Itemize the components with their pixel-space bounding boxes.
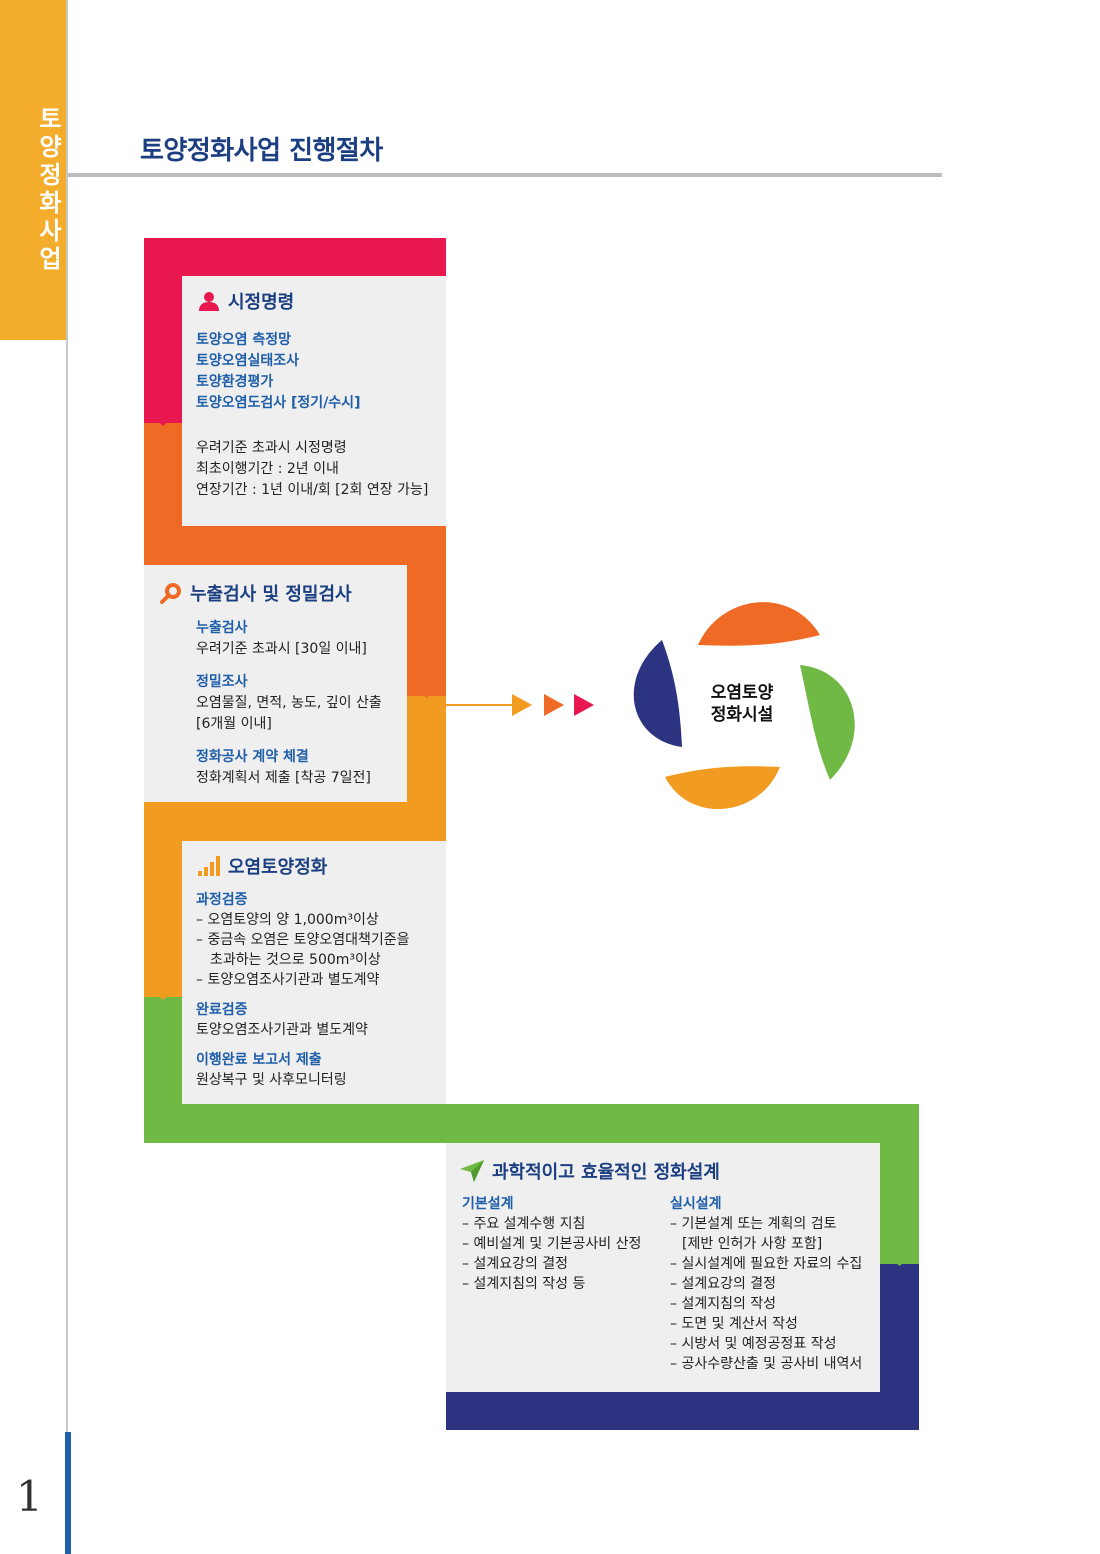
step-card-design xyxy=(446,1143,880,1392)
arrow-right-icon xyxy=(512,694,594,716)
detail-line: [제반 인허가 사항 포함] xyxy=(682,1236,823,1252)
band-amber-left xyxy=(144,802,182,997)
detail-line: – 오염토양의 양 1,000m³이상 xyxy=(196,912,379,928)
side-section-tab xyxy=(0,0,66,340)
band-green-right xyxy=(880,1104,919,1264)
step4-title: 과학적이고 효율적인 정화설계 xyxy=(492,1162,720,1183)
chevron-down-icon xyxy=(407,680,446,698)
chevron-down-icon xyxy=(880,1248,919,1266)
band-pink-left xyxy=(144,238,182,423)
step-title: 과학적이고 효율적인 정화설계 xyxy=(460,1158,720,1184)
step3-title: 오염토양정화 xyxy=(228,857,328,878)
detail-line: 초과하는 것으로 500m³이상 xyxy=(210,952,381,968)
step-card-leak-inspection xyxy=(144,565,407,802)
step4-left-column: 기본설계 – 주요 설계수행 지침 – 예비설계 및 기본공사비 산정 – 설계… xyxy=(462,1194,641,1294)
group-heading: 완료검증 xyxy=(196,1002,248,1018)
step-card-correction-order xyxy=(182,276,446,526)
detail-line: – 도면 및 계산서 작성 xyxy=(670,1316,798,1332)
band-orange-right xyxy=(407,526,446,696)
step2-body: 누출검사 우려기준 초과시 [30일 이내] 정밀조사 오염물질, 면적, 농도… xyxy=(196,618,382,789)
detail-line: – 예비설계 및 기본공사비 산정 xyxy=(462,1236,642,1252)
detail-line: 연장기간 : 1년 이내/회 [2회 연장 가능] xyxy=(196,482,429,498)
page-title: 토양정화사업 진행절차 xyxy=(140,136,383,166)
page-number: 1 xyxy=(16,1472,43,1521)
detail-line: 오염물질, 면적, 농도, 깊이 산출 xyxy=(196,695,382,711)
detail-line: – 공사수량산출 및 공사비 내역서 xyxy=(670,1356,863,1372)
side-divider xyxy=(66,0,68,1554)
list-item: 토양오염도검사 [정기/수시] xyxy=(196,395,361,411)
detail-line: 우려기준 초과시 [30일 이내] xyxy=(196,641,367,657)
band-amber-mid xyxy=(144,802,446,841)
facility-label-line2: 정화시설 xyxy=(710,705,774,725)
list-item: 토양오염실태조사 xyxy=(196,353,300,369)
detail-line: – 시방서 및 예정공정표 작성 xyxy=(670,1336,837,1352)
facility-logo xyxy=(633,602,855,810)
detail-line: – 설계지침의 작성 등 xyxy=(462,1276,586,1292)
detail-line: 최초이행기간 : 2년 이내 xyxy=(196,461,339,477)
step-title: 누출검사 및 정밀검사 xyxy=(160,580,352,606)
band-green-bottom xyxy=(144,1104,919,1143)
detail-line: – 기본설계 또는 계획의 검토 xyxy=(670,1216,837,1232)
facility-label: 오염토양 정화시설 xyxy=(686,682,798,726)
chevron-down-icon xyxy=(144,408,182,426)
band-pink xyxy=(144,238,446,276)
detail-line: – 설계요강의 결정 xyxy=(462,1256,569,1272)
title-divider xyxy=(68,173,942,177)
step1-body: 토양오염 측정망 토양오염실태조사 토양환경평가 토양오염도검사 [정기/수시]… xyxy=(196,330,428,501)
detail-line: 정화계획서 제출 [착공 7일전] xyxy=(196,770,371,786)
step-title: 시정명령 xyxy=(198,288,294,314)
group-heading: 과정검증 xyxy=(196,892,248,908)
group-heading: 누출검사 xyxy=(196,620,248,636)
bar-chart-icon xyxy=(198,856,220,876)
band-navy-bottom xyxy=(446,1392,919,1430)
band-orange-mid xyxy=(144,526,446,565)
facility-label-line1: 오염토양 xyxy=(710,683,774,703)
step1-title: 시정명령 xyxy=(228,292,295,313)
list-item: 토양오염 측정망 xyxy=(196,332,292,348)
group-heading: 기본설계 xyxy=(462,1196,514,1212)
search-icon xyxy=(160,583,181,604)
detail-line: 원상복구 및 사후모니터링 xyxy=(196,1072,347,1088)
detail-line: – 토양오염조사기관과 별도계약 xyxy=(196,972,380,988)
detail-line: – 주요 설계수행 지침 xyxy=(462,1216,586,1232)
step2-title: 누출검사 및 정밀검사 xyxy=(190,584,352,605)
detail-line: – 설계지침의 작성 xyxy=(670,1296,777,1312)
connector-line xyxy=(446,704,520,706)
person-icon xyxy=(199,292,219,311)
paper-plane-icon xyxy=(460,1160,484,1182)
chevron-down-icon xyxy=(144,982,182,1000)
detail-line: – 중금속 오염은 토양오염대책기준을 xyxy=(196,932,410,948)
step-card-remediation xyxy=(182,841,446,1104)
list-item: 토양환경평가 xyxy=(196,374,274,390)
page-number-marker xyxy=(65,1432,71,1554)
step3-body: 과정검증 – 오염토양의 양 1,000m³이상 – 중금속 오염은 토양오염대… xyxy=(196,890,410,1090)
side-section-label: 토양정화사업 xyxy=(34,106,62,274)
detail-line: 토양오염조사기관과 별도계약 xyxy=(196,1022,368,1038)
group-heading: 이행완료 보고서 제출 xyxy=(196,1052,322,1068)
detail-line: [6개월 이내] xyxy=(196,716,272,732)
step-title: 오염토양정화 xyxy=(198,853,327,879)
step4-right-column: 실시설계 – 기본설계 또는 계획의 검토 [제반 인허가 사항 포함] – 실… xyxy=(670,1194,862,1374)
group-heading: 정화공사 계약 체결 xyxy=(196,749,309,765)
detail-line: 우려기준 초과시 시정명령 xyxy=(196,440,347,456)
detail-line: – 실시설계에 필요한 자료의 수집 xyxy=(670,1256,863,1272)
group-heading: 정밀조사 xyxy=(196,674,248,690)
group-heading: 실시설계 xyxy=(670,1196,722,1212)
detail-line: – 설계요강의 결정 xyxy=(670,1276,777,1292)
